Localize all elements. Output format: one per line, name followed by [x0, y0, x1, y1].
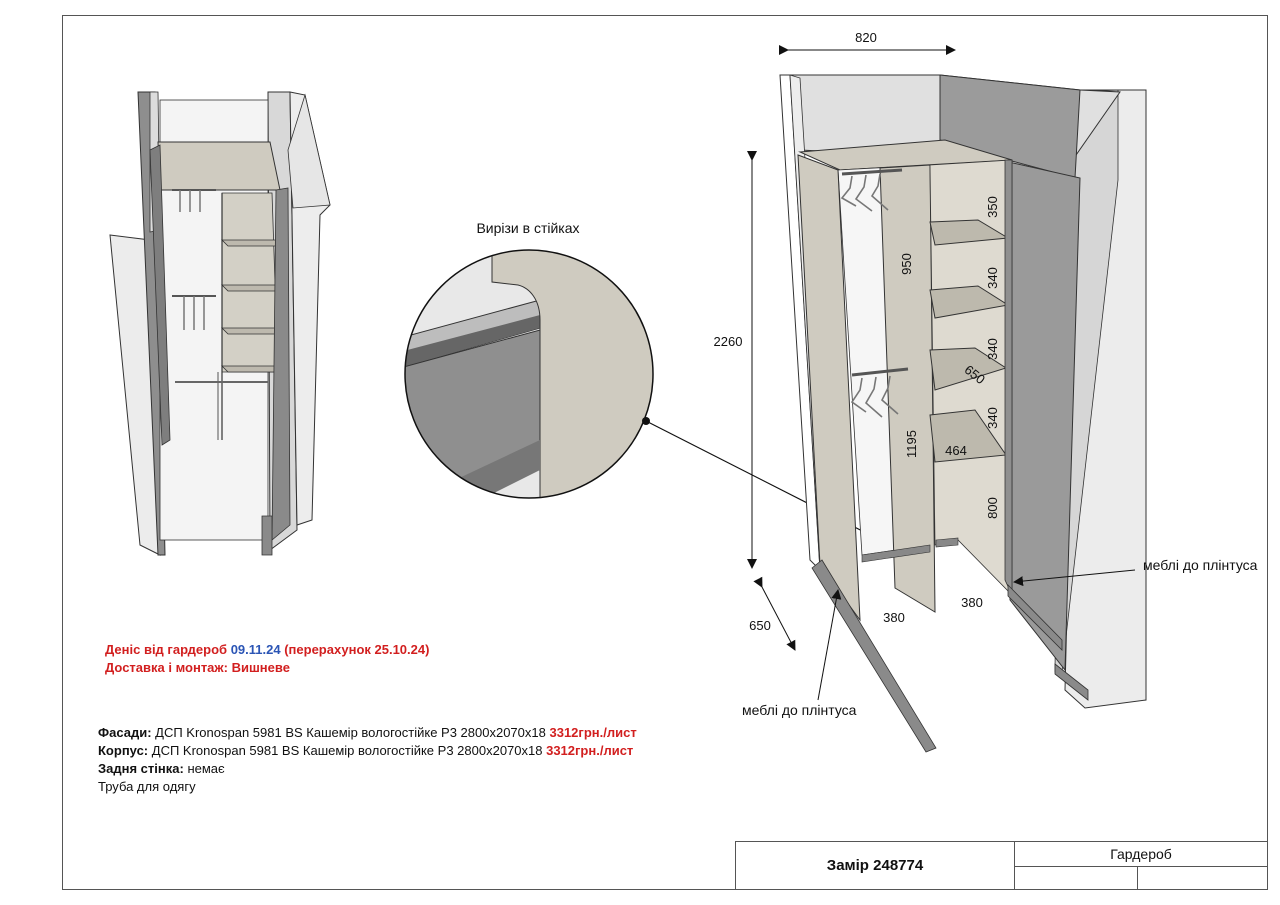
spec-body: Корпус: ДСП Kronospan 5981 BS Кашемір во…: [98, 742, 637, 760]
label-plinth-right: меблі до плінтуса: [1143, 557, 1258, 573]
spec-back-text: немає: [187, 761, 225, 776]
delivery-line: Доставка і монтаж: Вишневе: [105, 660, 290, 675]
main-wardrobe-view: [779, 74, 1147, 753]
dim-bottom-section: 800: [985, 497, 1000, 519]
spec-facades-label: Фасади:: [98, 725, 152, 740]
drawing-name: Гардероб: [1014, 841, 1268, 867]
spec-facades-text: ДСП Kronospan 5981 BS Кашемір вологостій…: [155, 725, 546, 740]
spec-facades: Фасади: ДСП Kronospan 5981 BS Кашемір во…: [98, 724, 637, 742]
dim-shelf-width: 464: [945, 443, 967, 458]
drawing-frame: [62, 15, 1268, 890]
title-block-cell: [1014, 866, 1138, 890]
spec-facades-price: 3312грн./лист: [549, 725, 637, 740]
small-wardrobe-view: [109, 91, 331, 556]
callout-title: Вирізи в стійках: [476, 220, 579, 236]
dim-shelf-3: 340: [985, 338, 1000, 360]
order-date: 09.11.24: [230, 642, 281, 657]
order-header: Деніс від гардероб 09.11.24 (перерахунок…: [105, 641, 429, 677]
dim-shelf-4: 340: [985, 407, 1000, 429]
dimension-lines: [747, 45, 1136, 701]
spec-body-price: 3312грн./лист: [546, 743, 634, 758]
dim-lower-section: 1195: [904, 430, 919, 458]
dim-bottom-right: 380: [961, 595, 983, 610]
dim-depth: 650: [749, 618, 771, 633]
dim-bottom-left: 380: [883, 610, 905, 625]
recalc-note: (перерахунок 25.10.24): [284, 642, 430, 657]
measure-number: Замір 248774: [735, 841, 1015, 890]
materials-spec: Фасади: ДСП Kronospan 5981 BS Кашемір во…: [98, 724, 637, 796]
spec-back: Задня стінка: немає: [98, 760, 637, 778]
dim-height: 2260: [714, 334, 743, 349]
dim-shelf-2: 340: [985, 267, 1000, 289]
label-plinth-left: меблі до плінтуса: [742, 702, 857, 718]
customer-name: Деніс від гардероб: [105, 642, 228, 657]
dimension-texts: 820 2260 650 950 1195 350 340 340 340 80…: [714, 30, 1258, 718]
dim-width: 820: [855, 30, 877, 45]
spec-rod: Труба для одягу: [98, 779, 196, 794]
title-block-cell: [1137, 866, 1268, 890]
title-block: Замір 248774 Гардероб: [735, 841, 1268, 890]
dim-shelf-1: 350: [985, 196, 1000, 218]
spec-body-text: ДСП Kronospan 5981 BS Кашемір вологостій…: [151, 743, 543, 758]
dim-upper-section: 950: [899, 253, 914, 275]
spec-back-label: Задня стінка:: [98, 761, 184, 776]
spec-body-label: Корпус:: [98, 743, 149, 758]
order-line: Деніс від гардероб 09.11.24 (перерахунок…: [105, 641, 429, 659]
